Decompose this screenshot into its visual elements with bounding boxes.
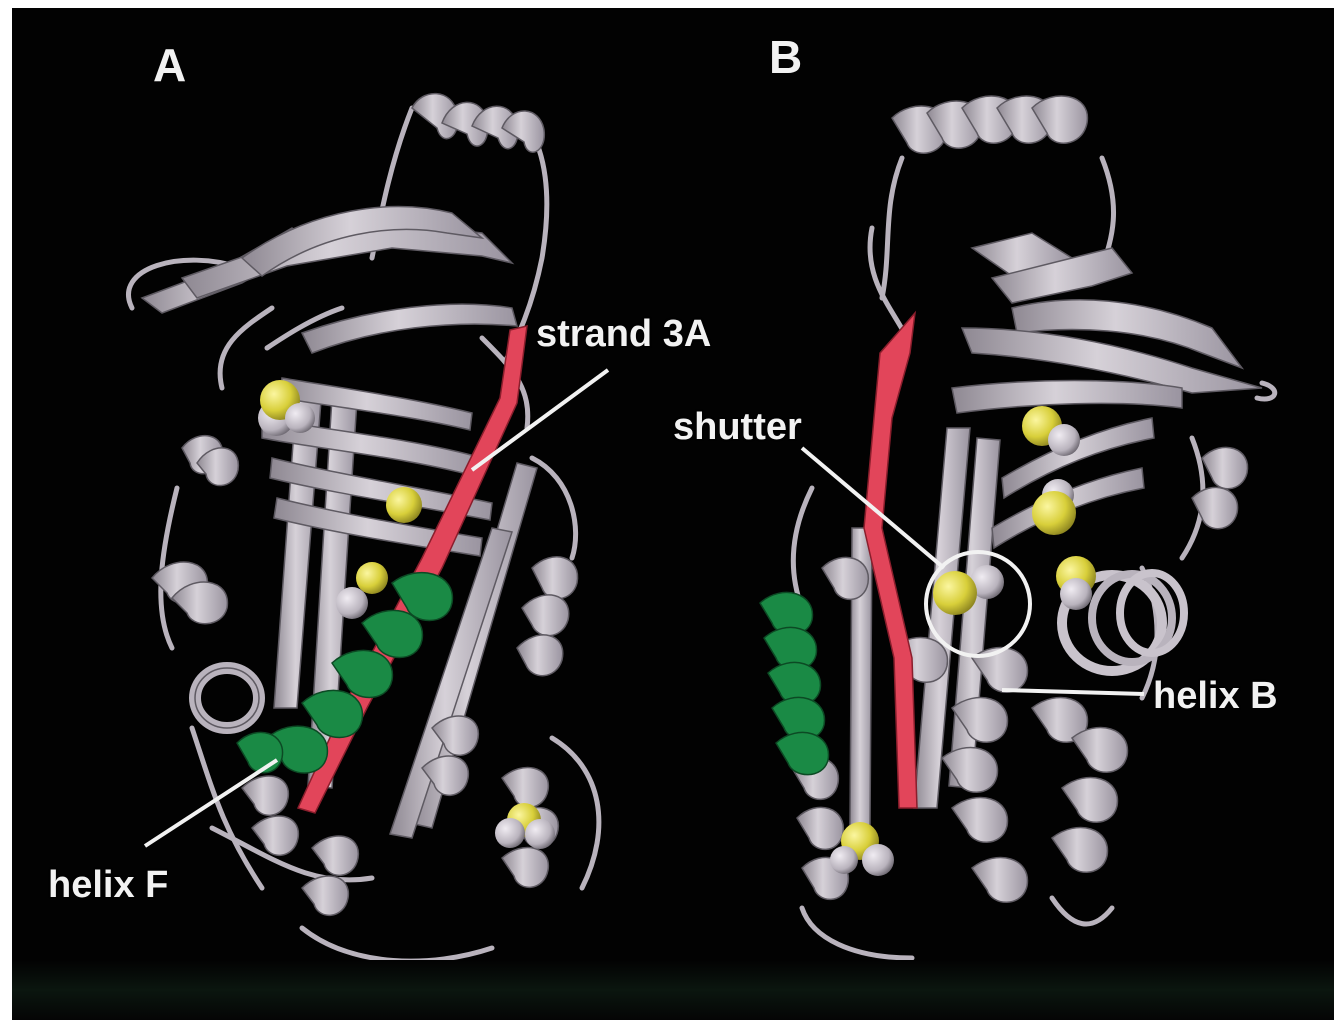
panel-b-strand-3a: [864, 313, 917, 808]
panel-a-structure: [129, 94, 608, 962]
panel-b-helix-b-leader: [1002, 690, 1144, 694]
panel-a-upper-sheet: [142, 207, 517, 353]
scan-band: [12, 960, 1334, 1020]
panel-b-upper-sheet: [952, 233, 1262, 413]
protein-structure-figure: A B strand 3A helix F shutter helix B: [12, 8, 1334, 1020]
panel-a-top-helix: [412, 94, 544, 153]
helix-b-label: helix B: [1153, 677, 1278, 715]
panel-b-letter: B: [769, 34, 802, 80]
panel-b-top-helix: [892, 96, 1087, 153]
panel-a-letter: A: [153, 42, 186, 88]
panel-b-helix-f: [760, 592, 828, 774]
helix-f-label: helix F: [48, 866, 168, 904]
shutter-label: shutter: [673, 408, 802, 446]
ribbon-drawing: [12, 8, 1334, 1020]
strand-3a-label: strand 3A: [536, 315, 711, 353]
panel-b-structure: [760, 96, 1275, 958]
